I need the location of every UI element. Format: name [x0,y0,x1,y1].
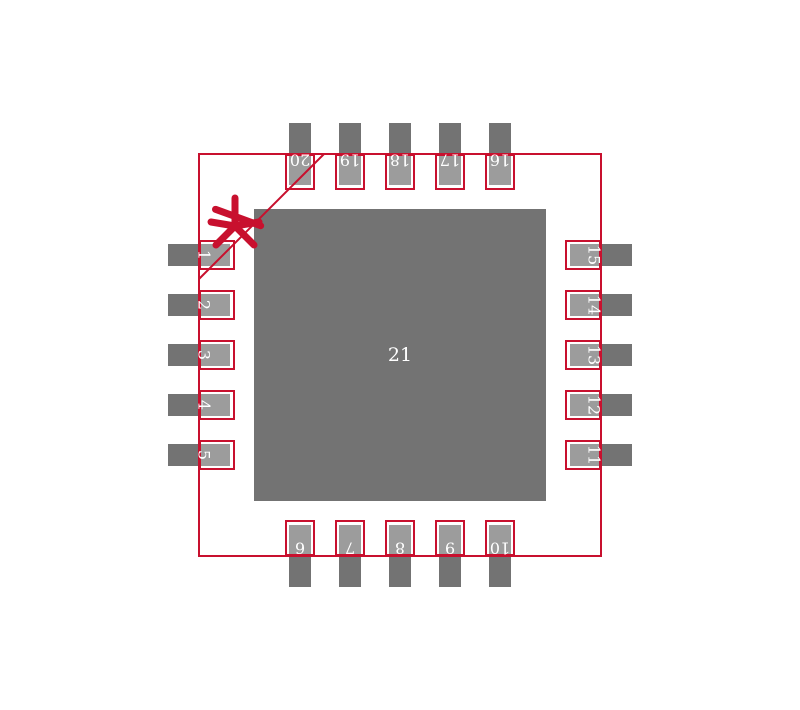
pad-8-outline [385,520,415,556]
pad-20-outline [285,154,315,190]
pad-label-11: 11 [585,445,604,465]
pad-9-outline [435,520,465,556]
pad-9-paste [439,525,461,555]
pad-8-paste [389,525,411,555]
pad-18-outline [385,154,415,190]
pad-20-paste [289,155,311,185]
pad-label-12: 12 [585,395,604,415]
pad-1-paste [200,244,230,266]
pad-label-4: 4 [195,400,214,410]
pad-10-outline [485,520,515,556]
pad-11-outline [565,440,601,470]
pad-15-paste [570,244,600,266]
pad-label-13: 13 [585,345,604,365]
pad-17-outline [435,154,465,190]
light-pad-layer [200,155,600,555]
pad-label-16: 16 [490,151,510,170]
pad-4-outline [199,390,235,420]
pin1-asterisk-icon [207,194,265,249]
center-pad-label: 21 [388,344,412,366]
pad-19-paste [339,155,361,185]
pad-label-9: 9 [445,539,455,558]
pin1-chamfer-line [198,153,325,280]
pad-10-paste [489,525,511,555]
pad-label-3: 3 [195,350,214,360]
pad-3-outline [199,340,235,370]
pad-label-17: 17 [440,151,460,170]
pad-7-paste [339,525,361,555]
pad-16-paste [489,155,511,185]
pad-4-paste [200,394,230,416]
pad-label-19: 19 [340,151,360,170]
pad-19-outline [335,154,365,190]
pad-label-18: 18 [390,151,410,170]
pad-11-paste [570,444,600,466]
pad-label-1: 1 [195,250,214,260]
pad-6-paste [289,525,311,555]
pad-14-paste [570,294,600,316]
pad-5-outline [199,440,235,470]
pad-2-outline [199,290,235,320]
pad-outline-layer [199,154,601,556]
pad-label-14: 14 [585,295,604,315]
exposed-center-pad [254,209,546,501]
pad-label-2: 2 [195,300,214,310]
pad-16-outline [485,154,515,190]
pad-7-outline [335,520,365,556]
pad-6-outline [285,520,315,556]
pad-label-6: 6 [295,539,305,558]
pad-18-paste [389,155,411,185]
pad-label-10: 10 [490,539,510,558]
pad-label-20: 20 [290,151,310,170]
pad-label-7: 7 [345,539,355,558]
pad-17-paste [439,155,461,185]
pad-14-outline [565,290,601,320]
pad-15-outline [565,240,601,270]
pad-3-paste [200,344,230,366]
pad-12-paste [570,394,600,416]
pad-label-15: 15 [585,245,604,265]
pad-1-outline [199,240,235,270]
pad-2-paste [200,294,230,316]
pad-12-outline [565,390,601,420]
pad-label-5: 5 [195,450,214,460]
pad-label-8: 8 [395,539,405,558]
pad-13-outline [565,340,601,370]
pad-13-paste [570,344,600,366]
pad-5-paste [200,444,230,466]
